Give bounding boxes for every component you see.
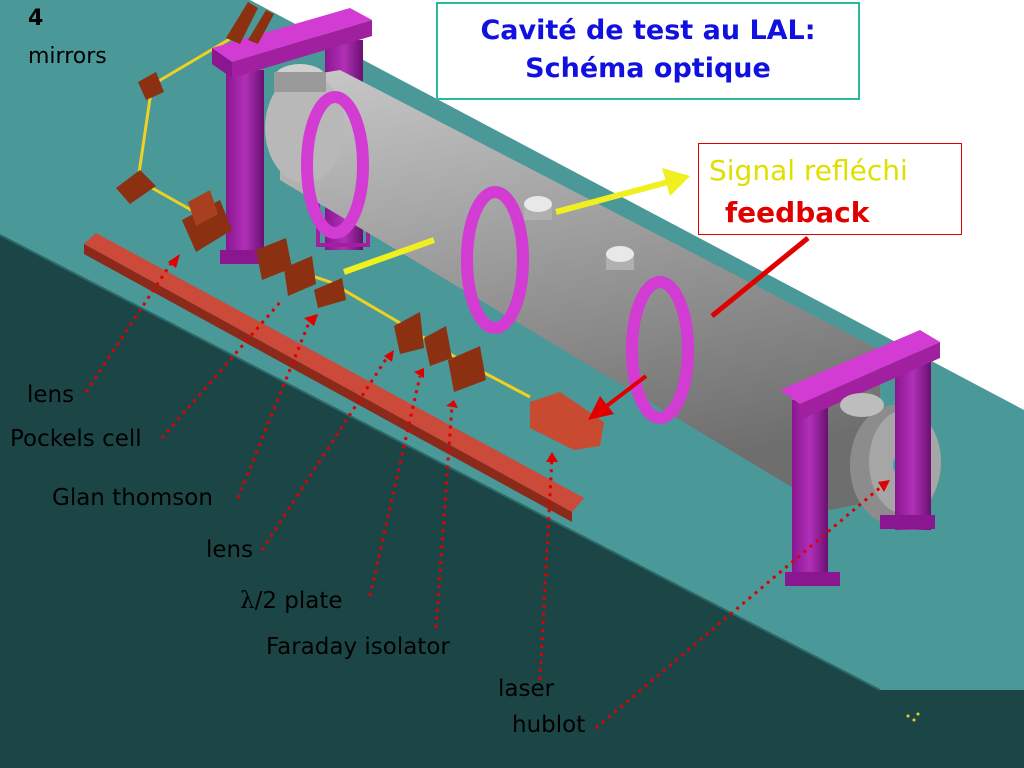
tube-knobs — [524, 196, 634, 270]
half-plate-mount — [394, 312, 424, 354]
laser-block — [530, 392, 604, 450]
tube-clamps — [301, 91, 694, 424]
leader-arrowheads — [168, 254, 890, 492]
leader-laser — [538, 457, 554, 681]
lens-top-mount — [182, 200, 232, 252]
sparkle-mark — [906, 712, 920, 722]
pockels-cell-label: Pockels cell — [10, 426, 142, 452]
label-leaders — [84, 261, 883, 730]
mirrors-count-label: 4 — [28, 6, 44, 31]
optical-components — [182, 190, 604, 450]
mirror-3 — [138, 72, 164, 100]
glan-thomson-mount — [284, 256, 316, 296]
faraday-isolator-mount — [424, 326, 452, 366]
leader-lens-bottom — [260, 355, 390, 551]
mirrors — [116, 2, 274, 204]
leader-pockels-cell — [160, 299, 284, 439]
pockels-cell-mount — [256, 238, 292, 280]
title-line-2: Schéma optique — [525, 53, 771, 84]
lambda-symbol: λ — [240, 588, 255, 614]
leader-lens-top — [84, 261, 174, 393]
lens-bottom-label: lens — [206, 537, 254, 563]
leader-hublot — [595, 484, 883, 730]
mirror-4 — [116, 170, 156, 204]
mirrors-label: mirrors — [28, 44, 107, 69]
lens-top-label: lens — [27, 382, 75, 408]
signal-label: Signal refléchi — [709, 154, 908, 187]
half-plate-label: λ/2 plate — [240, 590, 343, 613]
signal-arrows — [342, 168, 810, 420]
leader-glan-thomson — [236, 319, 312, 499]
feedback-label: feedback — [725, 196, 870, 229]
leader-half-plate — [368, 375, 422, 597]
faraday-isolator-label: Faraday isolator — [266, 634, 450, 660]
lens-bottom-mount — [314, 278, 346, 308]
mirror-2 — [248, 10, 274, 44]
title-box: Cavité de test au LAL: Schéma optique — [436, 2, 860, 100]
laser-label: laser — [498, 676, 555, 702]
title-line-1: Cavité de test au LAL: — [480, 15, 816, 46]
hublot-label: hublot — [512, 712, 586, 738]
glan-thomson-label: Glan thomson — [52, 485, 213, 511]
leader-faraday — [434, 405, 454, 629]
signal-feedback-box: Signal refléchi feedback — [698, 143, 962, 235]
half-plate-text: /2 plate — [254, 588, 343, 614]
mirror-1 — [226, 2, 258, 44]
cavity-support-front — [780, 330, 940, 586]
